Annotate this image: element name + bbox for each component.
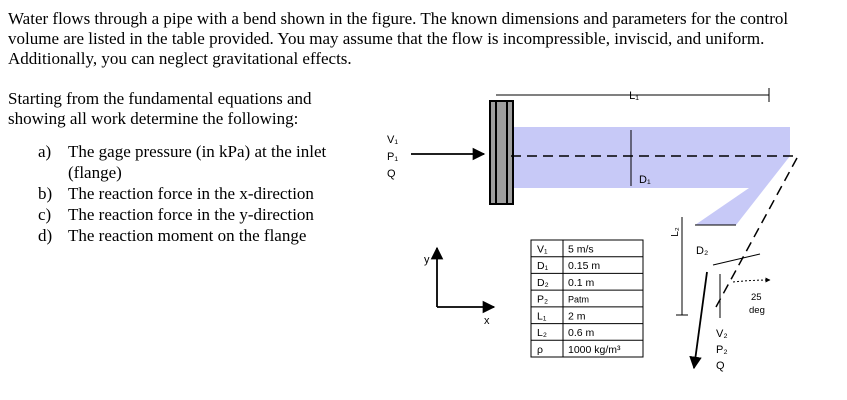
question-text: The reaction force in the x-direction xyxy=(68,184,314,203)
table-value: 2 m xyxy=(568,310,586,322)
table-symbol: V₁ xyxy=(537,244,548,256)
question-marker: a) xyxy=(38,142,52,161)
table-value: 1000 kg/m³ xyxy=(568,344,621,356)
pipe-body xyxy=(511,127,790,225)
dimension-line-d2 xyxy=(712,253,761,266)
table-value: 5 m/s xyxy=(568,244,594,256)
angle-value: 25 xyxy=(751,292,762,303)
table-symbol: P₂ xyxy=(537,294,548,306)
x-axis-label: x xyxy=(484,315,490,327)
question-marker: c) xyxy=(38,205,52,224)
question-item: b) The reaction force in the x-direction xyxy=(38,183,358,204)
parameter-table: V₁ 5 m/s D₁ 0.15 m D₂ 0.1 m P₂ Patm L₁ 2… xyxy=(530,239,644,358)
outlet-label-pressure: P₂ xyxy=(716,344,728,356)
outlet-flow-arrow xyxy=(689,271,708,370)
question-text: The gage pressure (in kPa) at the inlet … xyxy=(68,142,327,182)
outlet-centerline xyxy=(715,157,798,308)
table-value: 0.1 m xyxy=(568,277,595,289)
table-symbol: D₂ xyxy=(537,277,549,289)
table-symbol: ρ xyxy=(537,344,543,356)
dimension-label-d2: D₂ xyxy=(696,245,708,257)
question-marker: d) xyxy=(38,226,53,245)
question-text: The reaction moment on the flange xyxy=(68,226,307,245)
question-marker: b) xyxy=(38,184,53,203)
table-symbol: L₁ xyxy=(537,310,547,322)
angle-arc xyxy=(732,277,771,283)
table-symbol: D₁ xyxy=(537,260,549,272)
question-text: The reaction force in the y-direction xyxy=(68,205,314,224)
dimension-label-l2: L₂ xyxy=(670,227,681,237)
flange xyxy=(489,100,514,205)
outlet-label-velocity: V₂ xyxy=(716,328,728,340)
question-item: d) The reaction moment on the flange xyxy=(38,225,358,246)
inlet-label-pressure: P₁ xyxy=(387,151,398,163)
question-item: c) The reaction force in the y-direction xyxy=(38,204,358,225)
table-symbol: L₂ xyxy=(537,327,547,339)
table-value: 0.15 m xyxy=(568,260,600,272)
dimension-label-l1: L₁ xyxy=(629,90,639,102)
dimension-label-d1: D₁ xyxy=(639,174,651,186)
angle-unit: deg xyxy=(749,305,765,316)
inlet-label-flow-rate: Q xyxy=(387,168,396,180)
question-item: a) The gage pressure (in kPa) at the inle… xyxy=(38,141,358,183)
question-list: a) The gage pressure (in kPa) at the inle… xyxy=(38,141,358,246)
y-axis-label: y xyxy=(424,254,430,266)
instructions: Starting from the fundamental equations … xyxy=(8,89,312,128)
inlet-label-velocity: V₁ xyxy=(387,134,398,146)
outlet-label-flow-rate: Q xyxy=(716,360,725,372)
table-value: 0.6 m xyxy=(568,327,595,339)
problem-statement: Water flows through a pipe with a bend s… xyxy=(8,9,789,68)
table-value: Patm xyxy=(568,295,589,305)
